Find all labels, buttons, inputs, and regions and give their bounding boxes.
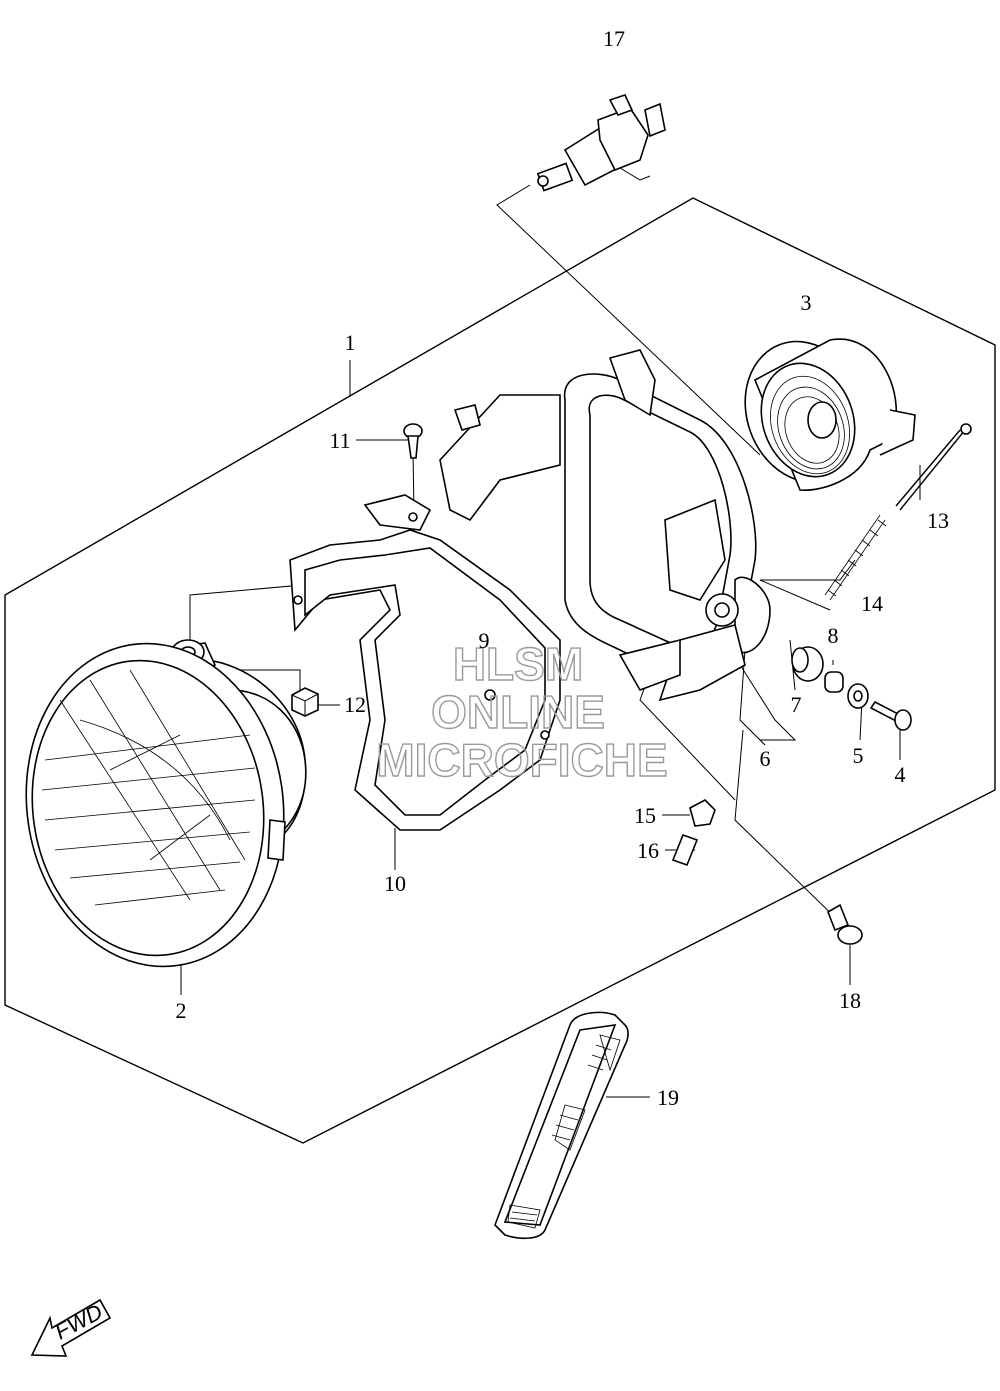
fwd-label: FWD — [51, 1299, 107, 1345]
collar — [824, 671, 844, 693]
adjusting-screw — [895, 423, 972, 511]
collar-16 — [671, 833, 699, 867]
callout-6: 6 — [760, 746, 771, 771]
callout-5: 5 — [853, 743, 864, 768]
washer — [847, 683, 869, 709]
fwd-direction-badge: FWD — [30, 1298, 112, 1357]
nut-12 — [291, 687, 319, 717]
callout-2: 2 — [176, 998, 187, 1023]
callout-4: 4 — [895, 762, 906, 787]
bolt-18 — [827, 903, 863, 945]
callout-3: 3 — [801, 290, 812, 315]
callout-13: 13 — [927, 508, 949, 533]
screw-11 — [403, 423, 423, 459]
rubber-cap — [689, 799, 716, 827]
watermark-line2: ONLINE — [431, 686, 605, 738]
mounting-bracket — [289, 394, 561, 831]
watermark: HLSM ONLINE MICROFICHE — [376, 637, 669, 786]
mounting-screw — [869, 700, 912, 731]
headlamp-unit — [25, 639, 307, 968]
watermark-line3: MICROFICHE — [376, 734, 667, 786]
callout-9: 9 — [479, 628, 490, 653]
callout-16: 16 — [637, 838, 659, 863]
callout-7: 7 — [791, 692, 802, 717]
callouts: 1 2 3 4 5 6 7 8 9 10 11 12 13 14 15 16 1… — [176, 26, 950, 1110]
callout-10: 10 — [384, 871, 406, 896]
adjusting-spring — [824, 514, 887, 601]
callout-14: 14 — [861, 591, 883, 616]
headlight-bulb — [536, 94, 666, 192]
headlamp-housing-frame — [563, 349, 771, 702]
callout-12: 12 — [344, 692, 366, 717]
callout-17: 17 — [603, 26, 625, 51]
assembly-outline — [4, 197, 996, 1144]
forward-arrow-icon — [30, 1298, 112, 1357]
callout-19: 19 — [657, 1085, 679, 1110]
bulb-cover — [744, 338, 916, 491]
grommet — [791, 646, 824, 682]
callout-1: 1 — [345, 330, 356, 355]
callout-8: 8 — [828, 623, 839, 648]
callout-11: 11 — [329, 428, 350, 453]
callout-15: 15 — [634, 803, 656, 828]
watermark-line1: HLSM — [453, 638, 583, 690]
reflector — [494, 1011, 629, 1240]
callout-18: 18 — [839, 988, 861, 1013]
